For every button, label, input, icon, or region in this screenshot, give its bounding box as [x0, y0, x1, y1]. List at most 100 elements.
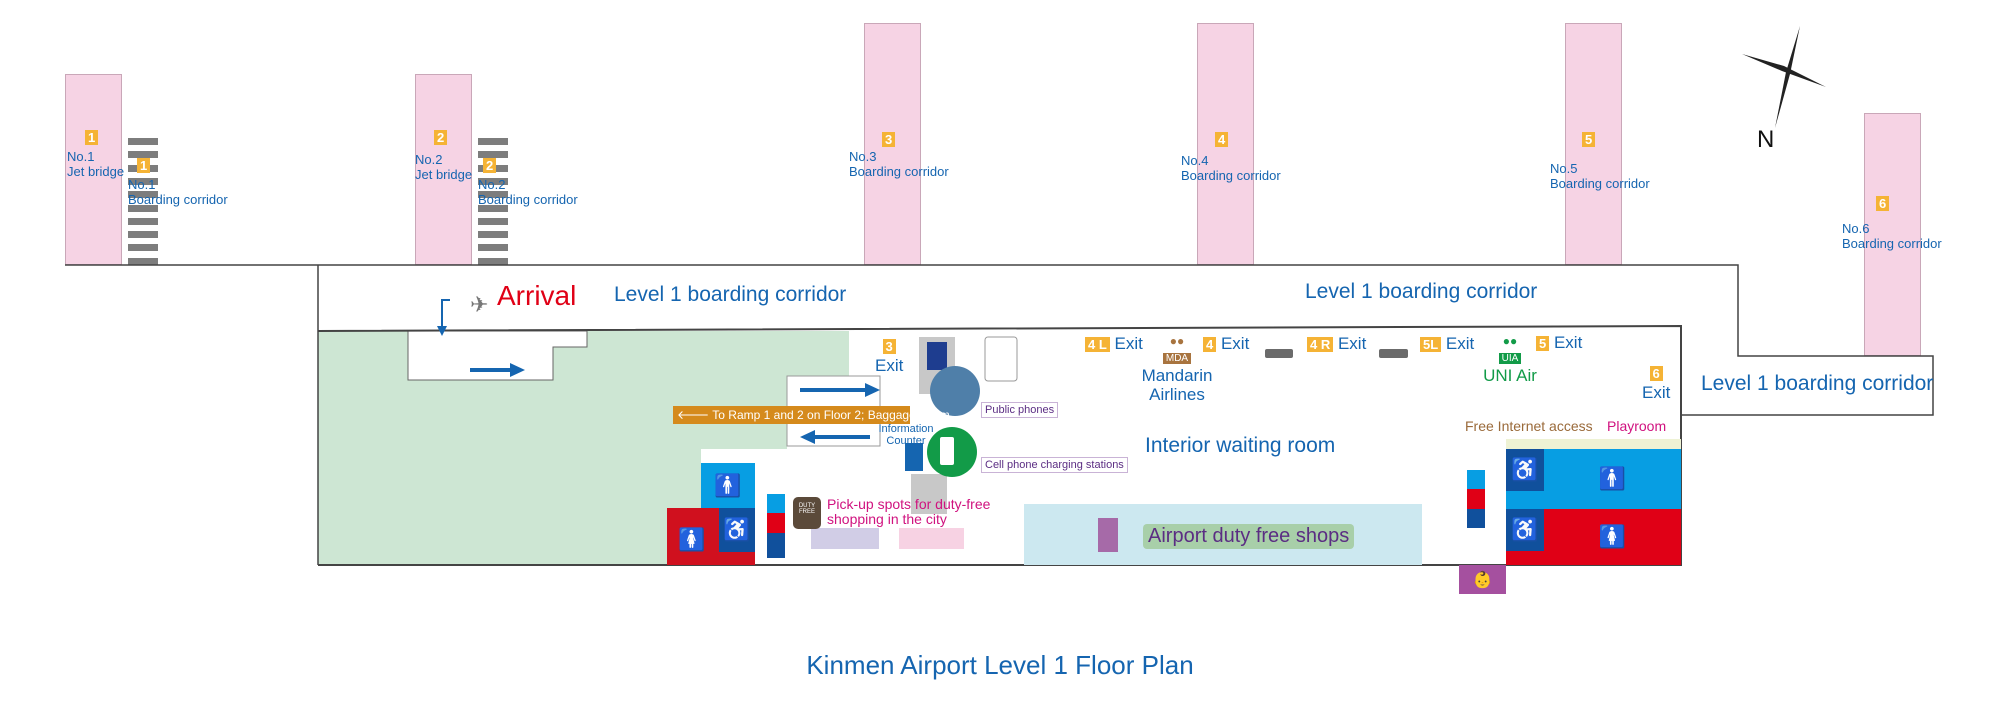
exit-number: 5L	[1420, 337, 1442, 352]
exit-4: 4 Exit	[1203, 334, 1249, 354]
stair-step	[478, 204, 508, 212]
male-restroom-icon: 🚹	[714, 472, 742, 498]
female-restroom-icon: 🚺	[678, 527, 706, 552]
airline-name: UNI Air	[1483, 366, 1537, 385]
gate-name: No.4	[1181, 153, 1209, 168]
bench	[1379, 349, 1408, 358]
people-icon: ●●	[1169, 334, 1185, 348]
stair-step	[128, 217, 158, 225]
airline-code: UIA	[1498, 353, 1522, 364]
gate-3-number: 3	[882, 131, 896, 149]
charging-stations-label: Cell phone charging stations	[981, 457, 1128, 473]
exit-number: 6	[1649, 366, 1663, 381]
gate-type: Jet bridge	[415, 167, 473, 182]
airline-code: MDA	[1162, 353, 1192, 364]
gate-number: 4	[1215, 132, 1229, 147]
exit-label: Exit	[875, 356, 904, 375]
nursing-room-icon: 👶	[1472, 571, 1493, 589]
stair-step	[478, 151, 508, 159]
phone-booth	[984, 336, 1018, 382]
stair-step	[478, 257, 508, 265]
duty-free-shops-label: Airport duty free shops	[1143, 524, 1355, 549]
gate-2-corridor-number: 2	[483, 157, 497, 175]
gate-2-jet-bridge-number: 2	[434, 129, 448, 147]
gate-type: Boarding corridor	[849, 164, 949, 179]
ramp-direction-sign: 🡐 To Ramp 1 and 2 on Floor 2; Baggage Cl…	[673, 406, 950, 424]
green-area	[318, 331, 849, 565]
stair-step	[478, 177, 508, 185]
wheelchair-icon: ♿	[1511, 457, 1539, 482]
info-counter-label: Information Counter	[878, 423, 934, 447]
exit-number: 4 R	[1307, 337, 1334, 352]
page-title: Kinmen Airport Level 1 Floor Plan	[806, 650, 1194, 680]
mens-restroom-left	[701, 463, 755, 508]
exit-5: 5 Exit	[1536, 333, 1582, 353]
gate-type: Boarding corridor	[1842, 236, 1942, 251]
gate-6-number: 6	[1876, 195, 1890, 213]
exit-5l: 5L Exit	[1420, 334, 1474, 354]
public-phones-label: Public phones	[981, 402, 1059, 418]
exit-label: Exit	[1220, 334, 1250, 353]
stair-step	[128, 231, 158, 239]
exit-label: Exit	[1337, 334, 1367, 353]
arrival-label: Arrival	[497, 280, 577, 311]
stair-step	[478, 244, 508, 252]
gate-name: No.6	[1842, 221, 1870, 236]
compass-north: N	[1757, 126, 1775, 153]
stair-step	[128, 138, 158, 145]
wheelchair-icon: ♿	[723, 517, 751, 542]
gate-type: Boarding corridor	[478, 192, 578, 207]
airline-uni-air: ●● UIA UNI Air	[1470, 334, 1550, 385]
free-internet-label: Free Internet access	[1465, 418, 1593, 434]
airline-mandarin: ●● MDA Mandarin Airlines	[1137, 334, 1217, 404]
gate-name: No.2	[415, 152, 443, 167]
gate-number: 6	[1876, 196, 1890, 211]
gate-number: 5	[1582, 132, 1596, 147]
exit-number: 4	[1203, 337, 1217, 352]
exit-4l: 4 L Exit	[1085, 334, 1143, 354]
stair-step	[478, 217, 508, 225]
stair-step	[478, 138, 508, 145]
jet-bridge-1	[65, 74, 122, 265]
boarding-corridor-6	[1864, 113, 1921, 356]
duty-free-logo-text: DUTY FREE	[798, 503, 816, 515]
gate-number: 3	[882, 132, 896, 147]
stair-step	[128, 191, 158, 199]
waiting-room-label: Interior waiting room	[1145, 434, 1336, 457]
stair-step	[128, 204, 158, 212]
gate-type: Boarding corridor	[1181, 168, 1281, 183]
people-icon: ●●	[1502, 334, 1518, 348]
exit-label: Exit	[1445, 334, 1475, 353]
pickup-label: Pick-up spots for duty-free shopping in …	[827, 496, 991, 527]
gate-1-corridor-number: 1	[137, 157, 151, 175]
stair-step	[128, 177, 158, 185]
exit-number: 4 L	[1085, 337, 1110, 352]
gate-type: Jet bridge	[67, 164, 125, 179]
gate-name: No.3	[849, 149, 877, 164]
gate-type: Boarding corridor	[128, 192, 228, 207]
gate-number: 1	[137, 158, 151, 173]
gate-type: Boarding corridor	[1550, 176, 1650, 191]
duty-free-logo	[793, 497, 821, 529]
stair-step	[478, 191, 508, 199]
gate-4-number: 4	[1215, 131, 1229, 149]
airline-name: Mandarin Airlines	[1141, 366, 1213, 404]
jet-bridge-2	[415, 74, 472, 265]
gate-1-jet-bridge-label: 1	[85, 129, 99, 147]
gate-5-number: 5	[1582, 131, 1596, 149]
stair-step	[128, 244, 158, 252]
stair-step	[478, 231, 508, 239]
compass-icon	[1742, 26, 1826, 128]
gate-name: No.1	[128, 177, 156, 192]
stair-step	[128, 257, 158, 265]
